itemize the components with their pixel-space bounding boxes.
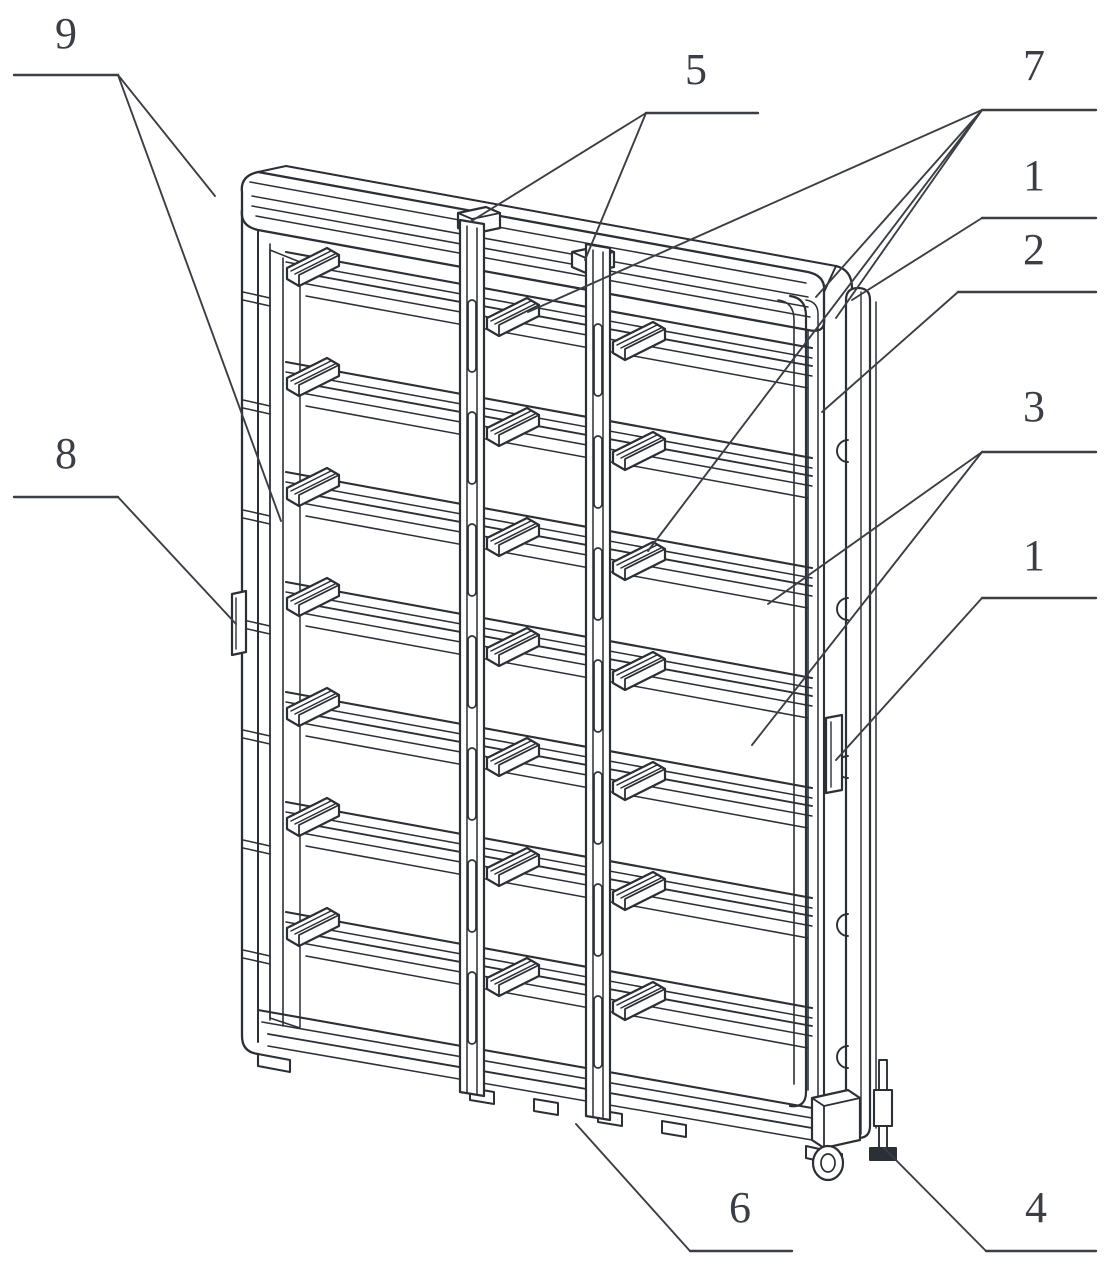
callout-leader-3-0	[767, 451, 983, 605]
callout-number-c1a: 1	[1023, 151, 1045, 200]
callout-number-c4: 4	[1025, 1183, 1047, 1232]
callout-leader-1-0	[835, 597, 983, 761]
callout-leader-3-1	[751, 451, 983, 746]
callout-leader-2-0	[821, 291, 959, 413]
rack-assembly	[230, 165, 897, 1182]
callout-number-c7: 7	[1023, 41, 1045, 90]
shelf-level-5	[284, 690, 814, 829]
shelf-level-7	[284, 910, 814, 1049]
callout-number-c3: 3	[1023, 382, 1045, 431]
callout-number-c1b: 1	[1023, 531, 1045, 580]
side-latch-bracket	[230, 589, 248, 657]
callout-number-c6: 6	[729, 1183, 751, 1232]
callout-number-c8: 8	[55, 429, 77, 478]
shelf-level-4	[284, 580, 814, 719]
center-post-left	[458, 218, 486, 1098]
center-post-left-slots	[467, 299, 477, 1045]
callout-leader-7-2	[815, 109, 983, 298]
callout-leader-7-1	[647, 109, 983, 552]
center-post-right-slots	[593, 323, 603, 1069]
callout-leader-4-0	[883, 1147, 987, 1252]
callout-layer	[12, 73, 1098, 1253]
right-side-rail	[836, 286, 877, 1140]
callout-text-layer: 9 5 7 1 2 3 1 8 6 4	[55, 9, 1047, 1232]
shelf-level-6	[284, 800, 814, 939]
side-rail-notches	[836, 439, 849, 1069]
shelf-level-1	[284, 250, 814, 389]
callout-leader-5-0	[469, 112, 647, 223]
callout-leader-9-1	[117, 74, 216, 197]
shelf-level-3	[284, 470, 814, 609]
right-edge-latch-upper	[824, 713, 844, 795]
foot-bolt	[869, 1059, 897, 1161]
callout-number-c5: 5	[685, 45, 707, 94]
center-post-right	[584, 242, 612, 1122]
top-beam	[240, 165, 837, 332]
callout-number-c2: 2	[1023, 225, 1045, 274]
callout-leader-8-0	[117, 496, 237, 625]
callout-leader-5-1	[584, 112, 647, 261]
shelf-level-2	[284, 360, 814, 499]
callout-leader-6-0	[575, 1123, 691, 1252]
callout-leader-9-0	[117, 74, 282, 522]
caster-assembly	[805, 1088, 862, 1182]
callout-leader-7-3	[835, 109, 983, 319]
callout-leader-1-0	[851, 217, 983, 301]
base-rail	[256, 1008, 814, 1141]
callout-number-c9: 9	[55, 9, 77, 58]
callout-leader-7-0	[527, 109, 983, 313]
